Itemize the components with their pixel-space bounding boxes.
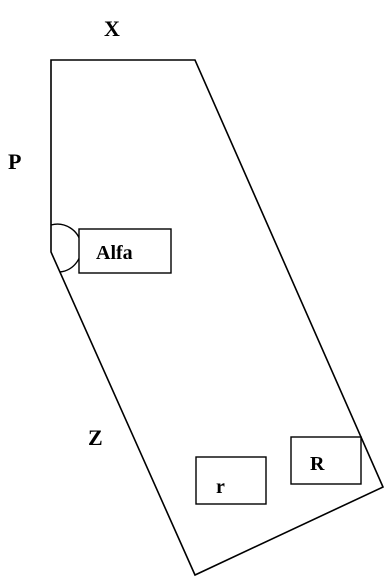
outer-radius-label: R (310, 453, 325, 475)
inner-radius-label: r (216, 476, 225, 498)
inner-radius-box (195, 456, 267, 505)
left-edge-label: P (8, 149, 21, 174)
slant-edge-label: Z (88, 425, 103, 450)
angle-arc (50, 223, 83, 273)
shape-outline (50, 59, 385, 577)
angle-label: Alfa (96, 242, 133, 264)
outer-radius-box (290, 436, 362, 485)
angle-label-box (78, 228, 172, 274)
top-edge-label: X (104, 16, 120, 41)
